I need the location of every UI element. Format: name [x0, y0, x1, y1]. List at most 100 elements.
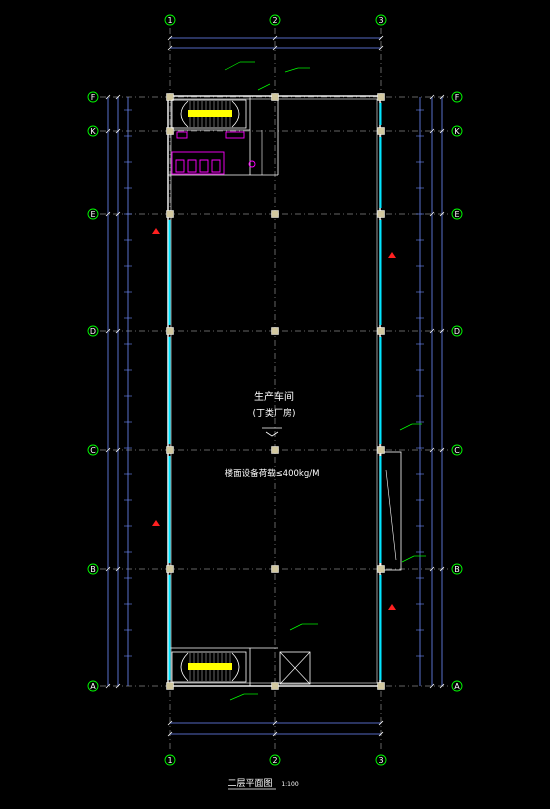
section-arrow	[262, 427, 282, 437]
column	[377, 127, 385, 135]
dim-tick	[429, 447, 435, 453]
axis-bubble-row	[87, 444, 99, 456]
column	[166, 93, 174, 101]
axis-bubble-col	[375, 14, 387, 26]
axis-bubble-row	[451, 563, 463, 575]
axis-label-row: D	[90, 327, 96, 336]
dim-tick	[105, 211, 111, 217]
axis-bubble-row	[451, 208, 463, 220]
column	[166, 210, 174, 218]
axis-label-row: E	[90, 210, 95, 219]
axis-bubble-row	[87, 91, 99, 103]
column	[377, 327, 385, 335]
column	[377, 565, 385, 573]
axis-bubble-col	[269, 14, 281, 26]
axis-bubble-row	[451, 325, 463, 337]
column	[271, 446, 279, 454]
dim-tick	[115, 447, 121, 453]
dim-tick	[429, 211, 435, 217]
axis-label-row: K	[90, 127, 96, 136]
axis-label-row: A	[90, 682, 96, 691]
column	[271, 210, 279, 218]
toilet-fixtures	[171, 131, 256, 175]
axis-bubble-col	[164, 14, 176, 26]
hydrant-markers	[152, 228, 396, 610]
dim-tick	[378, 35, 384, 41]
dim-tick	[105, 128, 111, 134]
axis-label-row: K	[454, 127, 460, 136]
axis-bubble-row	[87, 680, 99, 692]
room-type: (丁类厂房)	[252, 407, 295, 419]
dim-tick	[378, 720, 384, 726]
column	[377, 682, 385, 690]
axis-bubble-col	[375, 754, 387, 766]
dim-tick	[429, 566, 435, 572]
dim-tick	[115, 94, 121, 100]
column	[377, 210, 385, 218]
axis-bubble-row	[451, 680, 463, 692]
column	[166, 446, 174, 454]
axis-bubble-row	[87, 325, 99, 337]
column	[271, 565, 279, 573]
structural-columns	[166, 93, 385, 690]
dim-tick	[167, 35, 173, 41]
axis-label-col: 3	[378, 756, 383, 765]
axis-label-col: 2	[272, 16, 277, 25]
dim-tick	[115, 566, 121, 572]
axis-label-col: 3	[378, 16, 383, 25]
axis-bubble-row	[451, 444, 463, 456]
column	[166, 127, 174, 135]
dim-tick	[115, 328, 121, 334]
dim-tick	[439, 447, 445, 453]
axis-label-row: B	[90, 565, 96, 574]
floor-load-note: 楼面设备荷载≤400kg/M	[225, 468, 320, 479]
axis-bubble-row	[87, 563, 99, 575]
dim-tick	[429, 94, 435, 100]
dimension-ticks	[105, 35, 445, 737]
axis-label-col: 2	[272, 756, 277, 765]
grid-lines	[100, 28, 450, 752]
column	[377, 93, 385, 101]
column	[271, 682, 279, 690]
drawing-title: 二层平面图	[227, 778, 272, 789]
axis-bubble-row	[87, 125, 99, 137]
axis-bubble-row	[87, 208, 99, 220]
annotation-leaders	[224, 61, 426, 701]
column	[271, 93, 279, 101]
dim-tick	[167, 45, 173, 51]
axis-bubble-row	[451, 125, 463, 137]
axis-label-row: F	[455, 93, 460, 102]
dim-tick	[429, 683, 435, 689]
axis-label-col: 1	[167, 756, 172, 765]
dim-tick	[115, 128, 121, 134]
column	[271, 327, 279, 335]
dim-tick	[105, 328, 111, 334]
axis-bubble-row	[451, 91, 463, 103]
dim-tick	[429, 328, 435, 334]
axis-bubble-col	[164, 754, 176, 766]
dim-tick	[115, 211, 121, 217]
dim-tick	[439, 128, 445, 134]
column	[166, 682, 174, 690]
dim-tick	[378, 45, 384, 51]
column	[166, 565, 174, 573]
dim-tick	[272, 720, 278, 726]
column	[166, 327, 174, 335]
dim-tick	[439, 328, 445, 334]
dim-tick	[167, 720, 173, 726]
axis-bubble-col	[269, 754, 281, 766]
dim-tick	[439, 94, 445, 100]
building-walls	[167, 95, 402, 687]
axis-label-row: E	[454, 210, 459, 219]
lower-stair	[171, 651, 247, 683]
dim-tick	[429, 128, 435, 134]
dim-tick	[105, 683, 111, 689]
axis-label-row: D	[454, 327, 460, 336]
dim-tick	[439, 566, 445, 572]
dim-tick	[439, 211, 445, 217]
column	[377, 446, 385, 454]
dim-tick	[115, 683, 121, 689]
axis-label-col: 1	[167, 16, 172, 25]
